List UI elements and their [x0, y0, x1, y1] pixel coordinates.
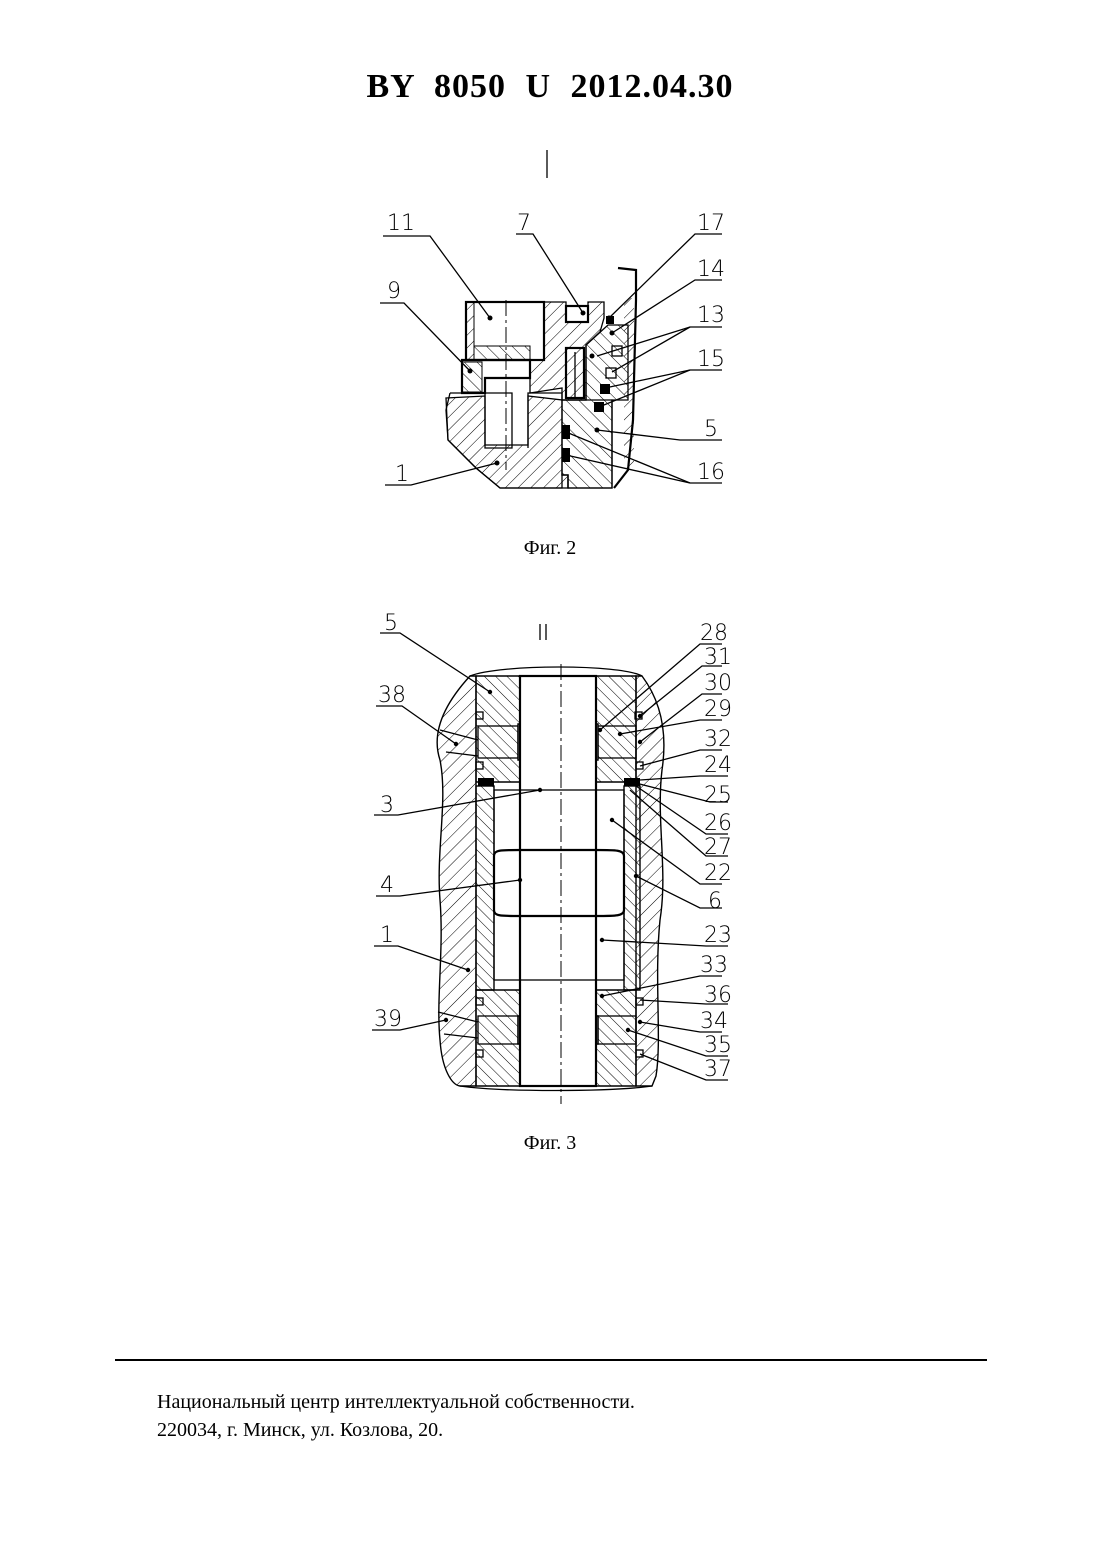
piston-4 — [494, 850, 624, 916]
label-3: 3 — [380, 793, 394, 818]
publisher-footer: Национальный центр интеллектуальной собс… — [157, 1388, 635, 1444]
figure-3-drawing: 5 28 31 30 38 29 32 24 25 3 26 27 22 4 6… — [0, 0, 1100, 1120]
label-4: 4 — [380, 873, 394, 898]
label-32: 32 — [704, 727, 732, 752]
label-38: 38 — [378, 683, 406, 708]
label-34: 34 — [700, 1009, 728, 1034]
label-23: 23 — [704, 923, 732, 948]
label-27: 27 — [704, 835, 732, 860]
seal-24-left — [478, 778, 494, 786]
label-29: 29 — [704, 697, 732, 722]
label-36: 36 — [704, 983, 732, 1008]
label-33: 33 — [700, 953, 728, 978]
publisher-address: 220034, г. Минск, ул. Козлова, 20. — [157, 1416, 635, 1444]
publisher-name: Национальный центр интеллектуальной собс… — [157, 1388, 635, 1416]
label-35: 35 — [704, 1033, 732, 1058]
label-39: 39 — [374, 1007, 402, 1032]
label-26: 26 — [704, 811, 732, 836]
label-6: 6 — [708, 889, 722, 914]
label-1b: 1 — [380, 923, 394, 948]
label-5b: 5 — [384, 611, 398, 636]
lower-cap-right — [596, 990, 636, 1086]
sleeve-left — [476, 786, 494, 990]
label-37: 37 — [704, 1057, 732, 1082]
piston-rod-3 — [520, 676, 596, 1086]
label-28: 28 — [700, 621, 728, 646]
section-mark-ii — [540, 624, 546, 640]
cylinder-cavity — [494, 790, 624, 980]
label-31: 31 — [704, 645, 732, 670]
footer-divider — [115, 1359, 987, 1361]
label-24: 24 — [704, 753, 732, 778]
label-30: 30 — [704, 671, 732, 696]
outer-body-top — [470, 667, 642, 676]
sleeve-right — [624, 786, 640, 990]
label-25: 25 — [704, 783, 732, 808]
figure-3-caption: Фиг. 3 — [0, 1132, 1100, 1155]
label-22: 22 — [704, 861, 732, 886]
